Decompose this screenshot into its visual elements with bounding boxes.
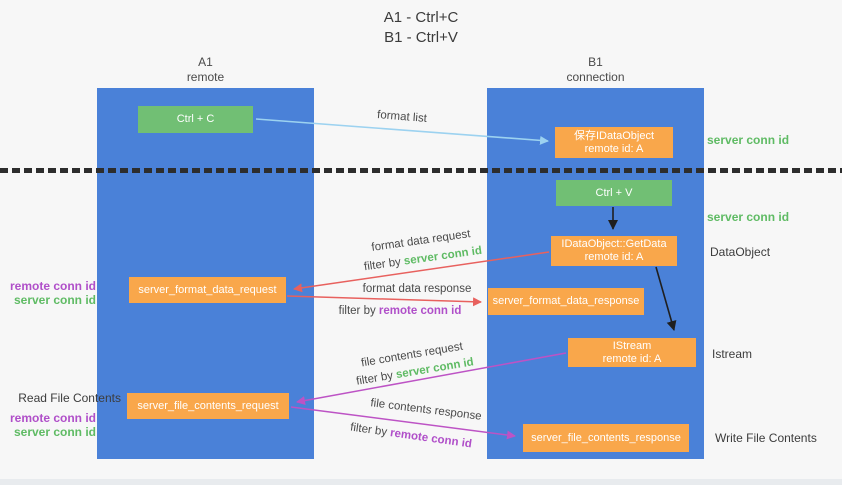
node-format-response-label: server_format_data_response <box>492 295 640 307</box>
node-file-response-label: server_file_contents_response <box>531 431 681 444</box>
filter-prefix: filter by <box>355 369 398 388</box>
node-save-dataobject-line1: 保存IDataObject <box>573 129 655 142</box>
label-file-contents-response-filter: filter by remote conn id <box>349 422 472 451</box>
node-server-file-contents-request: server_file_contents_request <box>127 393 289 419</box>
annotation-file-remote-conn-id: remote conn id <box>9 411 96 425</box>
lane-b1-subtitle: connection <box>566 70 625 84</box>
node-istream-line2: remote id: A <box>602 352 662 365</box>
annotation-server-conn-id-top: server conn id <box>707 133 790 147</box>
annotation-istream: Istream <box>712 347 753 361</box>
node-istream-line1: IStream <box>612 339 652 352</box>
filter-prefix: filter by <box>349 421 391 440</box>
filter-prefix: filter by <box>338 305 379 317</box>
node-idataobject-getdata: IDataObject::GetData remote id: A <box>551 236 677 266</box>
lane-b1-name: B1 <box>588 55 603 69</box>
node-save-dataobject: 保存IDataObject remote id: A <box>555 127 673 158</box>
lane-a1-name: A1 <box>198 55 213 69</box>
node-ctrl-c: Ctrl + C <box>138 106 253 133</box>
label-file-contents-response: file contents response <box>369 397 483 423</box>
node-getdata-line1: IDataObject::GetData <box>561 238 667 250</box>
bottom-edge-strip <box>0 479 842 485</box>
lane-header-a1: A1 remote <box>97 55 314 85</box>
annotation-read-file-contents: Read File Contents <box>18 391 121 405</box>
node-ctrl-c-label: Ctrl + C <box>176 113 215 125</box>
node-istream: IStream remote id: A <box>568 338 696 367</box>
node-getdata-line2: remote id: A <box>584 251 644 263</box>
node-format-request-label: server_format_data_request <box>138 283 277 296</box>
label-format-data-response-filter: filter by remote conn id <box>339 305 462 317</box>
filter-key-server-conn-id: server conn id <box>403 244 483 268</box>
filter-prefix: filter by <box>363 255 405 274</box>
title-line-1: A1 - Ctrl+C <box>383 9 459 26</box>
node-server-format-data-request: server_format_data_request <box>129 277 286 303</box>
filter-key-remote-conn-id: remote conn id <box>378 305 462 317</box>
diagram-title: A1 - Ctrl+C B1 - Ctrl+V <box>0 8 842 48</box>
annotation-format-server-conn-id: server conn id <box>13 293 96 307</box>
annotation-server-conn-id-mid: server conn id <box>707 210 790 224</box>
filter-key-remote-conn-id: remote conn id <box>389 427 473 451</box>
node-server-file-contents-response: server_file_contents_response <box>523 424 689 452</box>
node-ctrl-v-label: Ctrl + V <box>595 186 633 199</box>
lane-header-b1: B1 connection <box>487 55 704 85</box>
annotation-file-server-conn-id: server conn id <box>13 425 96 439</box>
session-divider-dashed-line <box>0 168 842 173</box>
annotation-dataobject: DataObject <box>710 245 771 259</box>
node-save-dataobject-line2: remote id: A <box>584 142 644 155</box>
label-format-data-response: format data response <box>362 283 472 295</box>
node-ctrl-v: Ctrl + V <box>556 180 672 206</box>
label-format-list: format list <box>376 109 428 125</box>
title-line-2: B1 - Ctrl+V <box>384 29 458 46</box>
node-file-request-label: server_file_contents_request <box>137 399 279 412</box>
annotation-write-file-contents: Write File Contents <box>715 431 817 445</box>
lane-a1-subtitle: remote <box>186 70 225 84</box>
node-server-format-data-response: server_format_data_response <box>488 288 644 315</box>
annotation-format-remote-conn-id: remote conn id <box>9 279 96 293</box>
format-data-response-arrow <box>286 295 482 307</box>
